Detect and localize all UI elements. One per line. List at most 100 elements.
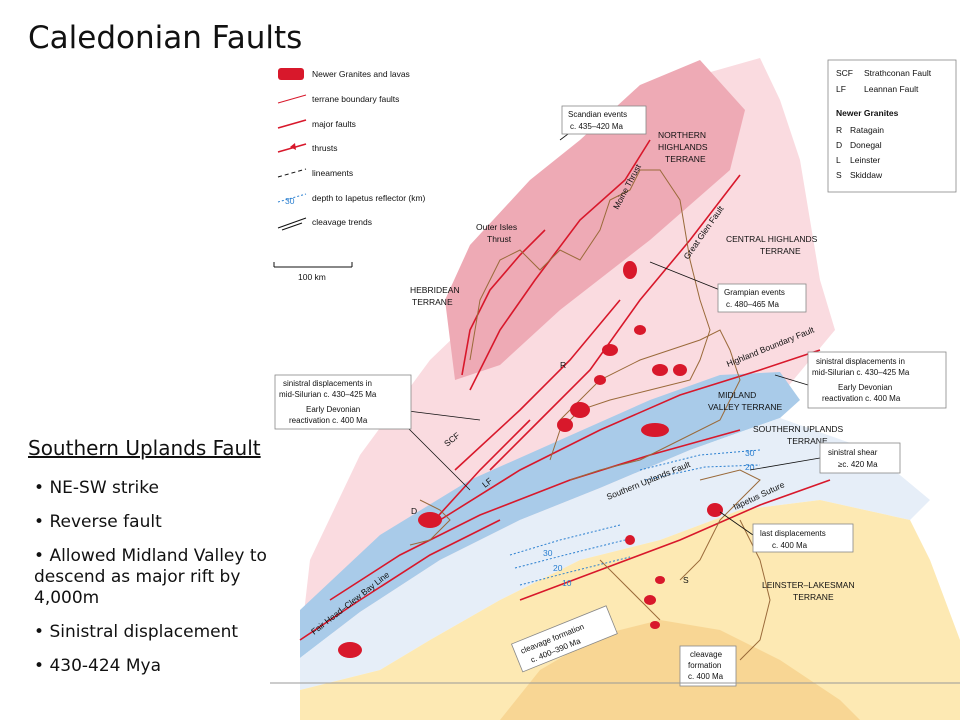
bullet-item: 430-424 Mya [34, 656, 289, 677]
event-box-sinistral-shear: sinistral shear ≥c. 420 Ma [819, 442, 901, 474]
key-name-lf: Leannan Fault [864, 84, 919, 94]
granite-patches [338, 261, 723, 658]
bullet-item: Allowed Midland Valley to descend as maj… [34, 546, 289, 609]
key-code-l: L [836, 155, 841, 165]
key-code-lf: LF [836, 84, 846, 94]
cleavage-line [277, 217, 307, 229]
terrane-heb-2: TERRANE [412, 297, 453, 307]
terrane-boundary-line [277, 94, 307, 104]
legend-label-1: terrane boundary faults [312, 94, 399, 104]
coastline [409, 169, 771, 661]
terrane-nh-2: HIGHLANDS [658, 142, 708, 152]
key-code-r: R [836, 125, 842, 135]
legend-label-2: major faults [312, 119, 356, 129]
terrane-mv-1: MIDLAND [718, 390, 756, 400]
svg-text:Grampian events: Grampian events [724, 288, 785, 297]
major-fault-line [277, 119, 307, 129]
abbreviation-key: SCF Strathconan Fault LF Leannan Fault N… [827, 59, 957, 193]
lineament-line [277, 168, 307, 178]
svg-text:reactivation c. 400 Ma: reactivation c. 400 Ma [822, 394, 901, 403]
event-box-last-displacements: last displacements c. 400 Ma [752, 523, 854, 553]
key-name-d: Donegal [850, 140, 882, 150]
granite-marker-r: R [560, 360, 566, 370]
svg-text:c. 480–465 Ma: c. 480–465 Ma [726, 300, 779, 309]
slide-title: Caledonian Faults [28, 20, 303, 56]
depth-lower-20: 20 [553, 563, 563, 573]
midland-valley-band [300, 372, 800, 658]
terrane-nh-3: TERRANE [665, 154, 706, 164]
legend-depth-sample: 30 [285, 196, 295, 206]
key-code-d: D [836, 140, 842, 150]
key-code-s: S [836, 170, 842, 180]
label-outer-isles-1: Outer Isles [476, 222, 517, 232]
great-glen-fault-line [489, 174, 741, 471]
event-box-cleavage-1: cleavage formation c. 400–390 Ma [510, 605, 618, 673]
granite-marker-s: S [683, 575, 689, 585]
svg-text:≥c. 420 Ma: ≥c. 420 Ma [838, 460, 878, 469]
outer-isles-thrust-line [461, 229, 546, 376]
bullet-item: Sinistral displacement [34, 622, 289, 643]
section-heading: Southern Uplands Fault [28, 436, 261, 460]
svg-text:cleavage: cleavage [690, 650, 723, 659]
iapetus-suture-line [519, 479, 831, 601]
svg-text:Early Devonian: Early Devonian [306, 405, 360, 414]
svg-text:Scandian events: Scandian events [568, 110, 627, 119]
leinster-lakesman-band [300, 500, 960, 720]
key-name-scf: Strathconan Fault [864, 68, 932, 78]
northern-highlands-band [445, 60, 745, 380]
svg-text:sinistral displacements in: sinistral displacements in [816, 357, 905, 366]
granite-swatch [278, 68, 304, 80]
scale-label: 100 km [298, 272, 326, 282]
svg-text:sinistral displacements in: sinistral displacements in [283, 379, 372, 388]
svg-text:formation: formation [688, 661, 721, 670]
leannan-fault-line [429, 419, 531, 526]
terrane-nh-1: NORTHERN [658, 130, 706, 140]
terrane-ch-1: CENTRAL HIGHLANDS [726, 234, 818, 244]
svg-text:last displacements: last displacements [760, 529, 826, 538]
event-box-left-sinistral: sinistral displacements in mid-Silurian … [274, 374, 412, 430]
label-outer-isles-2: Thrust [487, 234, 512, 244]
central-highlands-band [300, 58, 835, 648]
svg-text:c. 400 Ma: c. 400 Ma [772, 541, 808, 550]
fault-lines [299, 139, 831, 641]
terrane-ll-1: LEINSTER–LAKESMAN [762, 580, 855, 590]
svg-text:sinistral shear: sinistral shear [828, 448, 878, 457]
reflector-depth-line [277, 193, 307, 203]
svg-text:mid-Silurian c. 430–425 Ma: mid-Silurian c. 430–425 Ma [279, 390, 377, 399]
key-granites-heading: Newer Granites [836, 108, 899, 118]
depth-upper-20: 20 [745, 462, 755, 472]
depth-lower-30: 30 [543, 548, 553, 558]
legend-label-4: lineaments [312, 168, 353, 178]
legend-label-3: thrusts [312, 143, 338, 153]
legend-label-5: depth to Iapetus reflector (km) [312, 193, 426, 203]
depth-lower-10: 10 [562, 578, 572, 588]
legend-label-0: Newer Granites and lavas [312, 69, 410, 79]
southern-uplands-fault-line [329, 429, 741, 601]
southern-uplands-band [300, 418, 930, 690]
terrane-mv-2: VALLEY TERRANE [708, 402, 783, 412]
svg-text:c. 435–420 Ma: c. 435–420 Ma [570, 122, 623, 131]
svg-text:mid-Silurian c. 430–425 Ma: mid-Silurian c. 430–425 Ma [812, 368, 910, 377]
highland-boundary-fault-line [439, 349, 821, 521]
event-box-cleavage-2: cleavage formation c. 400 Ma [679, 645, 737, 687]
key-name-l: Leinster [850, 155, 880, 165]
bullet-item: NE-SW strike [34, 478, 289, 499]
event-box-right-sinistral: sinistral displacements in mid-Silurian … [807, 351, 947, 409]
strathconan-fault-line [454, 299, 621, 471]
key-code-scf: SCF [836, 68, 853, 78]
bullet-item: Reverse fault [34, 512, 289, 533]
event-box-grampian: Grampian events c. 480–465 Ma [717, 283, 807, 313]
legend: Newer Granites and lavas terrane boundar… [273, 68, 426, 282]
depth-upper-30: 30 [745, 448, 755, 458]
svg-text:c. 400 Ma: c. 400 Ma [688, 672, 724, 681]
terrane-ch-2: TERRANE [760, 246, 801, 256]
key-name-r: Ratagain [850, 125, 884, 135]
terrane-su-1: SOUTHERN UPLANDS [753, 424, 844, 434]
depth-contours [509, 449, 761, 586]
label-lf: LF [480, 476, 494, 490]
svg-text:Early Devonian: Early Devonian [838, 383, 892, 392]
granite-marker-d: D [411, 506, 417, 516]
terrane-ll-2: TERRANE [793, 592, 834, 602]
bullet-list: NE-SW strike Reverse fault Allowed Midla… [34, 478, 289, 690]
